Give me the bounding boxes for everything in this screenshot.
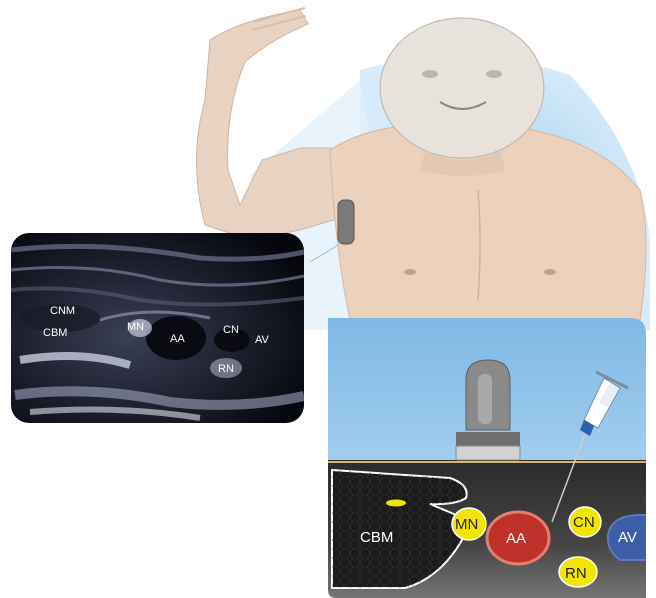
us-label-rn: RN	[218, 363, 234, 375]
us-label-cbm: CBM	[43, 327, 67, 339]
schem-label-cbm: CBM	[360, 529, 393, 546]
us-label-av: AV	[255, 334, 270, 346]
us-label-mn: MN	[127, 321, 144, 333]
ultrasound-probe-on-axilla	[338, 200, 354, 244]
schem-label-av: AV	[618, 529, 637, 546]
us-label-aa: AA	[170, 333, 185, 345]
schem-label-rn: RN	[565, 565, 587, 582]
right-nipple	[544, 269, 556, 275]
schematic-cross-section: CBM MN AA CN AV RN	[328, 318, 650, 598]
us-label-cnm: CNM	[50, 305, 75, 317]
us-label-cn: CN	[223, 324, 239, 336]
left-nipple	[404, 269, 416, 275]
ultrasound-image: CNM CBM MN AA CN AV RN	[11, 233, 304, 423]
musculocutaneous-nerve	[386, 500, 406, 507]
schem-label-cn: CN	[573, 514, 595, 531]
head	[380, 18, 544, 158]
schem-label-aa: AA	[506, 530, 526, 547]
schem-label-mn: MN	[455, 516, 478, 533]
